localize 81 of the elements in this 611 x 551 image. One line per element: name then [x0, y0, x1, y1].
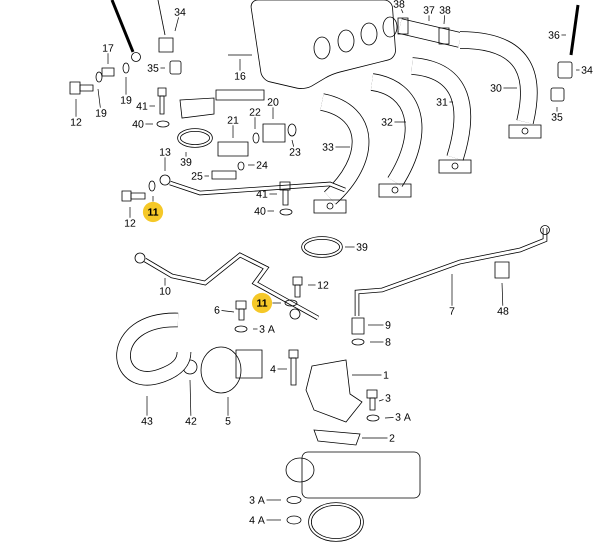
callout-number: 19 [120, 96, 132, 104]
callout-number: 12 [70, 118, 82, 126]
callout-number: 40 [132, 120, 144, 128]
callout-number: 6 [214, 306, 220, 314]
callout-number: 8 [386, 338, 390, 346]
leader-line [428, 14, 430, 22]
leader-line [378, 399, 384, 402]
callout-number: 34 [582, 66, 593, 74]
leader-line [146, 396, 148, 416]
callout-number: 31 [436, 98, 448, 106]
callout-number: 3 A [260, 325, 275, 333]
callout-number: 7 [450, 307, 454, 315]
leader-line [232, 124, 234, 138]
callout-number: 41 [136, 102, 148, 110]
leader-line [190, 380, 192, 416]
callout-number: 23 [290, 148, 300, 156]
callout-number: 35 [552, 113, 562, 121]
leader-line [267, 210, 274, 212]
callout-number: 3 [385, 394, 390, 402]
callout-number: 32 [382, 118, 392, 126]
leader-line [152, 196, 154, 202]
callout-number: 35 [148, 64, 158, 72]
callout-number: 13 [160, 148, 170, 156]
leader-line [252, 328, 258, 330]
leader-line [98, 88, 101, 108]
leader-line [352, 374, 382, 376]
leader-line [401, 8, 404, 14]
leader-line [248, 164, 255, 166]
callout-number: 38 [394, 0, 404, 8]
leader-line [277, 368, 288, 370]
callout-number: 33 [322, 143, 334, 151]
callout-number: 3 A [396, 413, 411, 421]
leader-line [254, 116, 256, 130]
leader-line [335, 146, 350, 148]
callout-number: 21 [228, 116, 238, 124]
leader-line [444, 14, 445, 24]
callout-number: 34 [174, 8, 186, 16]
callout-number: 42 [185, 417, 196, 425]
callout-number: 12 [124, 219, 136, 227]
callout-number: 2 [390, 434, 394, 442]
callout-number: 10 [160, 287, 170, 295]
callout-number: 39 [180, 158, 192, 166]
leader-line [556, 106, 558, 112]
callout-number: 24 [256, 161, 268, 169]
leader-line [502, 282, 504, 306]
callout-number: 30 [490, 84, 502, 92]
callout-number: 40 [254, 207, 266, 215]
callout-number: 43 [141, 417, 152, 425]
callout-number: 36 [548, 31, 560, 39]
callout-number: 12 [318, 281, 328, 289]
leader-line [272, 302, 282, 304]
leader-line [368, 324, 384, 326]
leader-line [344, 246, 355, 248]
leader-line [174, 16, 179, 32]
callout-number: 16 [234, 72, 246, 80]
callout-number: 4 A [249, 516, 265, 524]
callout-number: 3 A [250, 496, 265, 504]
leader-line [292, 140, 294, 148]
leader-line [384, 417, 394, 418]
leader-line [164, 156, 166, 172]
callout-number: 22 [250, 108, 260, 116]
callout-number: 39 [356, 243, 368, 251]
leader-line [561, 34, 566, 36]
callout-number: 9 [386, 321, 390, 329]
callout-number: 17 [102, 44, 114, 52]
leader-line [164, 278, 166, 286]
callout-number: 19 [96, 109, 106, 117]
callout-number: 48 [497, 307, 508, 315]
callout-number: 37 [424, 6, 434, 14]
callout-number: 25 [192, 172, 202, 180]
callout-number: 1 [384, 371, 388, 379]
highlighted-callout-number: 11 [142, 202, 164, 222]
callout-number: 4 [270, 365, 276, 373]
leader-line [308, 284, 316, 286]
leader-line [272, 106, 274, 120]
callout-number: 5 [226, 417, 230, 425]
callout-number: 38 [440, 6, 450, 14]
callout-number: 20 [268, 98, 278, 106]
highlighted-callout-number: 11 [252, 292, 272, 314]
callout-number: 41 [256, 190, 268, 198]
leader-line [221, 310, 234, 312]
